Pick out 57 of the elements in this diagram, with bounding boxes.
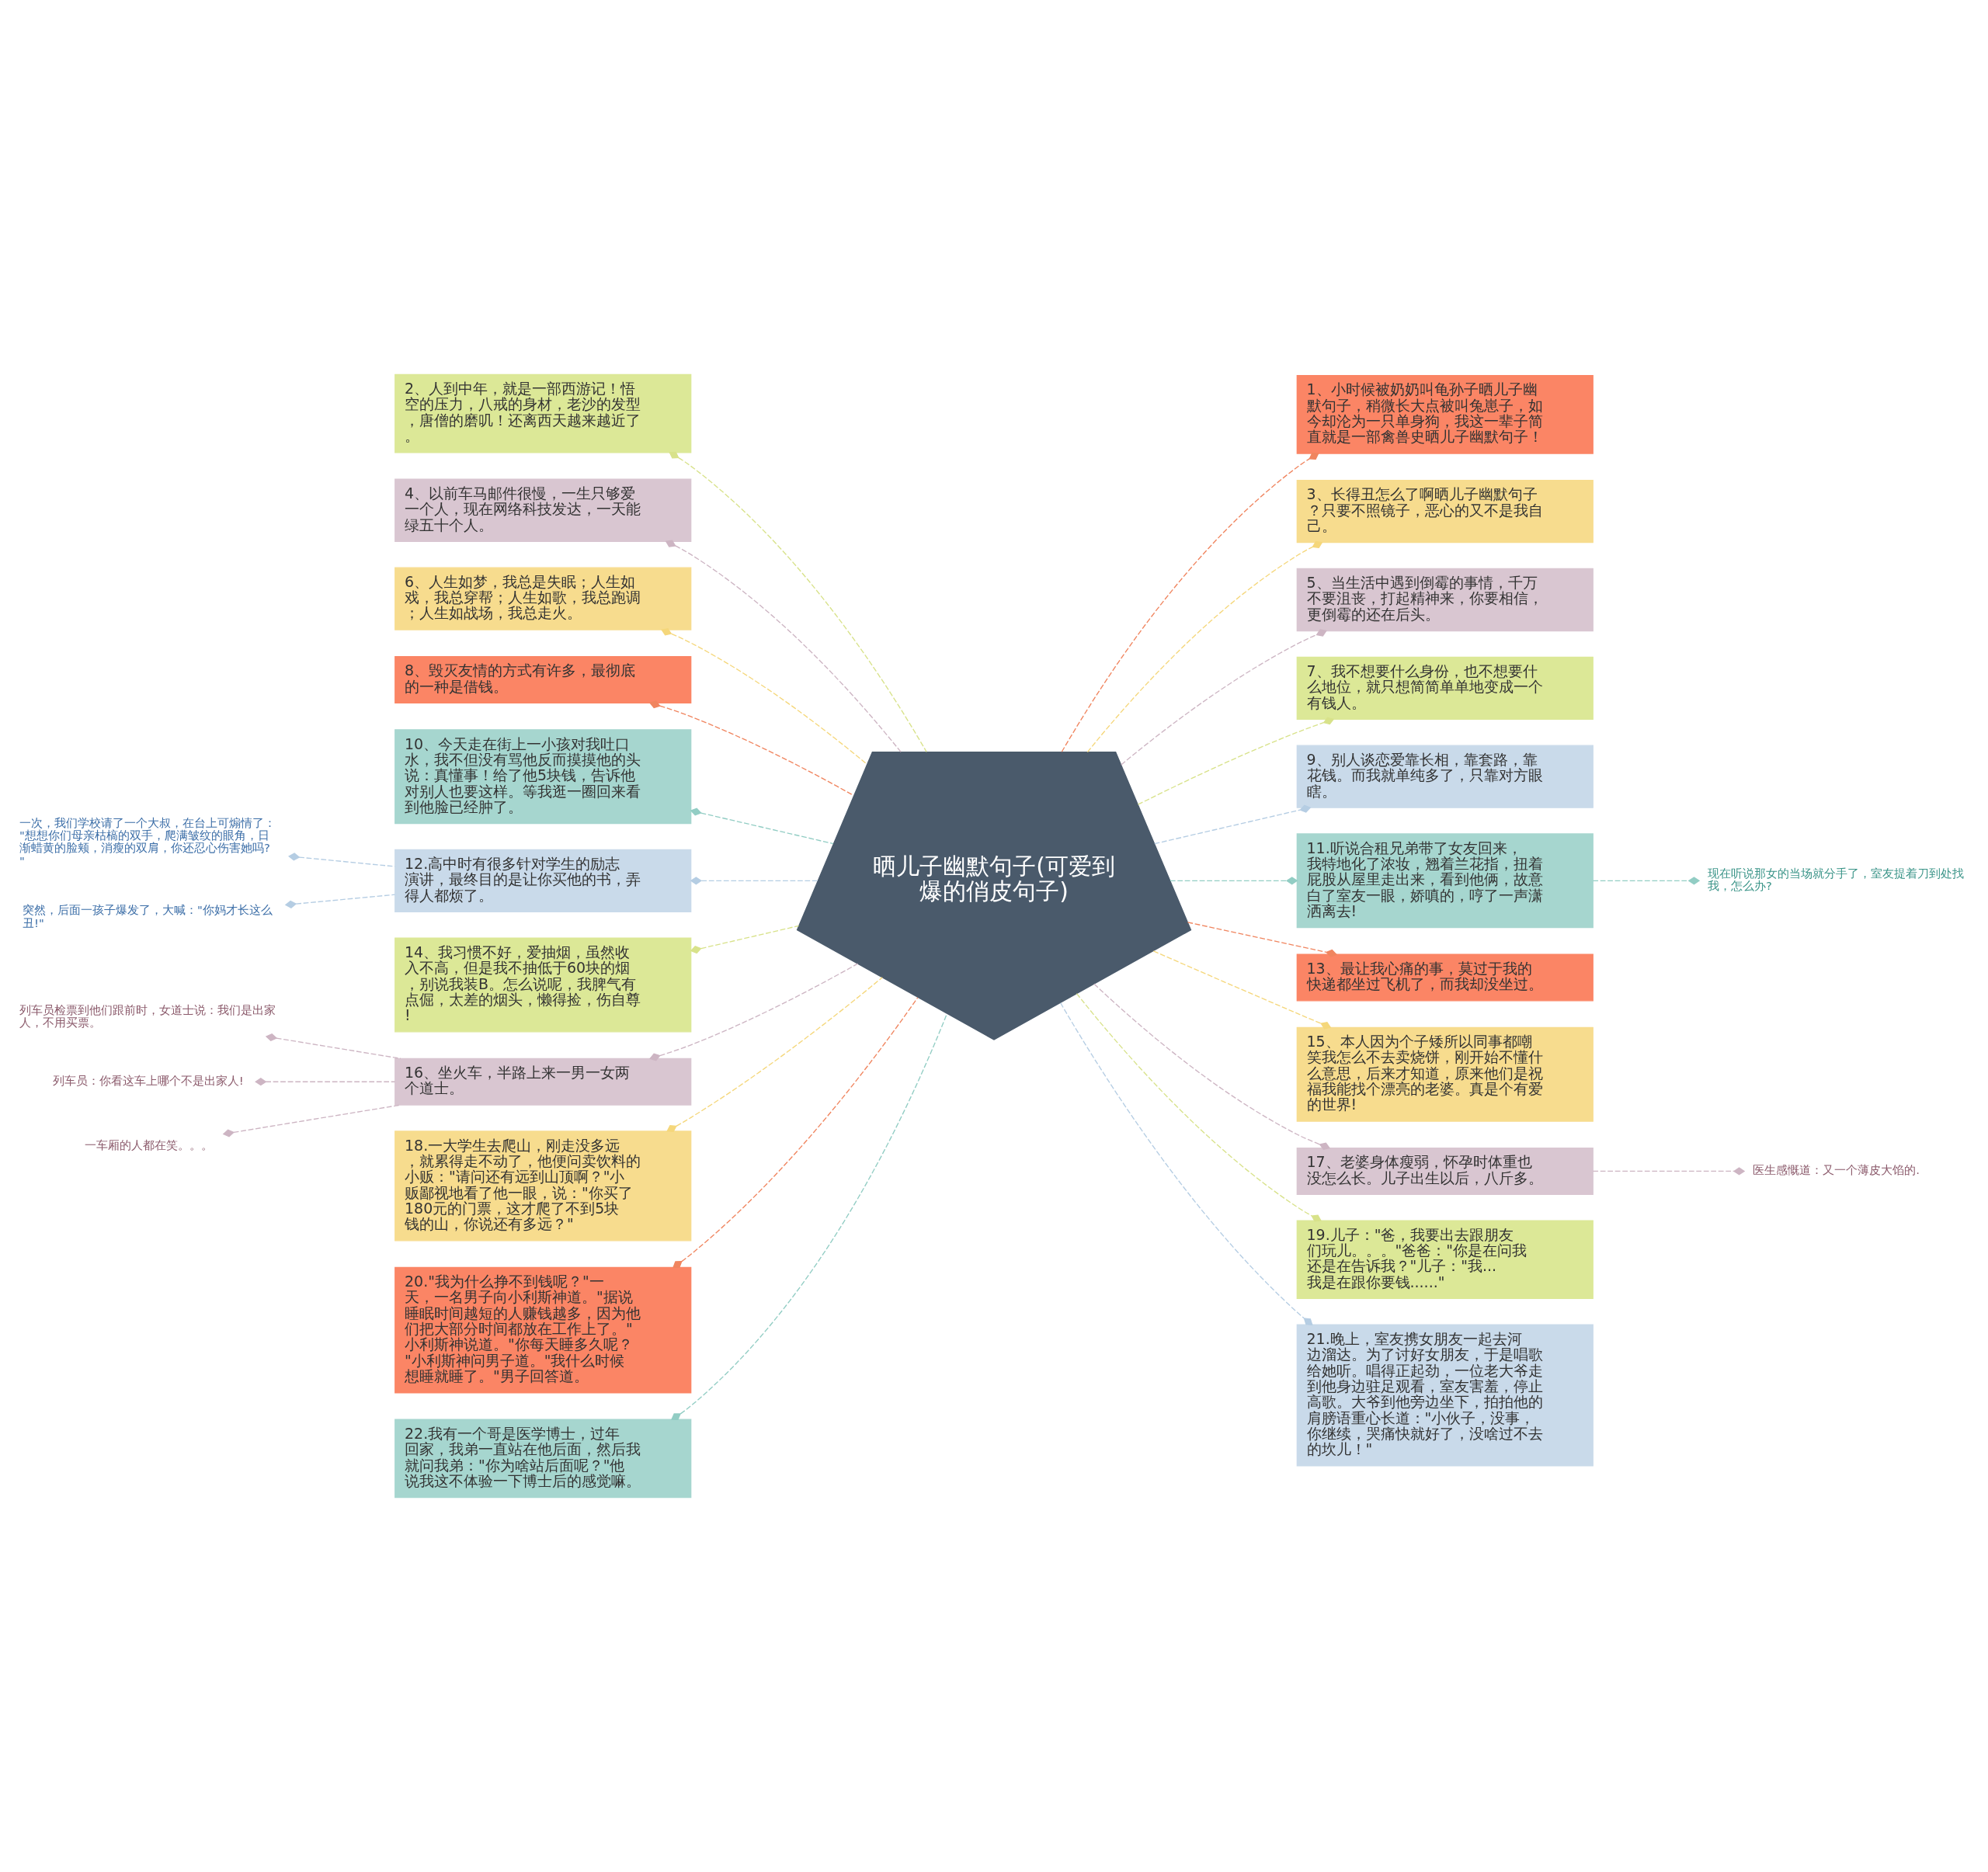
node-box: 21.晚上，室友携女朋友一起去河边溜达。为了讨好女朋友，于是唱歌给她听。唱得正起劲，一位老大爷走到他身边驻足观看，室友害羞，停止高歌。大爷到他旁边坐下，拍拍他的肩膀语重心长道："小伙子，没事，你继续，哭痛快就好了，没啥过不去的坎儿！" <box>1296 1324 1594 1467</box>
connector <box>1187 922 1337 957</box>
node-box: 19.儿子："爸，我要出去跟朋友们玩儿。。。"爸爸："你是在问我还是在告诉我？"儿子："我...我是在跟你要钱......" <box>1296 1220 1594 1300</box>
connector <box>284 894 396 908</box>
connector <box>669 451 927 753</box>
node-text: 列车员：你看这车上哪个不是出家人! <box>52 1074 244 1089</box>
connector <box>1076 992 1322 1222</box>
connector <box>1592 877 1701 885</box>
node-box: 4、以前车马邮件很慢，一生只够爱一个人，现在网络科技发达，一天能绿五十个人。 <box>394 478 692 542</box>
node-text: 突然，后面一孩子爆发了，大喊："你妈才长这么丑!" <box>23 903 273 930</box>
connector <box>1060 1002 1313 1326</box>
connector <box>661 627 867 765</box>
connector <box>288 853 396 867</box>
connector <box>1154 804 1312 845</box>
node-box: 2、人到中年，就是一部西游记！悟空的压力，八戒的身材，老沙的发型，唐僧的磨叽！还离西天越来越近了。 <box>394 373 692 453</box>
node-box: 20."我为什么挣不到钱呢？"一天，一名男子向小利斯神道。"据说睡眠时间越短的人赚钱越多，因为他们把大部分时间都放在工作上了。"小利斯神说道。"你每天睡多久呢？"小利斯神问男子道。"我什么时候想睡就睡了。"男子回答道。 <box>394 1266 692 1394</box>
node-box: 15、本人因为个子矮所以同事都嘲笑我怎么不去卖烧饼，刚开始不懂什么意思，后来才知道，原来他们是祝福我能找个漂亮的老婆。真是个有爱的世界! <box>1296 1026 1594 1122</box>
connector <box>265 1033 401 1060</box>
node-box: 22.我有一个哥是医学博士，过年回家，我弟一直站在他后面，然后我就问我弟："你为啥站后面呢？"他说我这不体验一下博士后的感觉嘛。 <box>394 1419 692 1499</box>
node-box: 13、最让我心痛的事，莫过于我的快递都坐过飞机了，而我却没坐过。 <box>1296 953 1594 1002</box>
connector <box>666 977 883 1133</box>
connector <box>690 925 800 954</box>
node-box: 8、毁灭友情的方式有许多，最彻底的一种是借钱。 <box>394 655 692 703</box>
node-box: 11.听说合租兄弟带了女友回来，我特地化了浓妆，翘着兰花指，扭着屁股从屋里走出来，看到他俩，故意白了室友一眼，娇嗔的，哼了一声潇洒离去! <box>1296 833 1594 929</box>
node-box: 12.高中时有很多针对学生的励志演讲，最终目的是让你买他的书，弄得人都烦了。 <box>394 849 692 912</box>
node-box: 6、人生如梦，我总是失眠；人生如戏，我总穿帮；人生如歌，我总跑调；人生如战场，我总走火。 <box>394 567 692 630</box>
node-box: 1、小时候被奶奶叫龟孙子晒儿子幽默句子，稍微长大点被叫兔崽子，如今却沦为一只单身狗，我这一辈子简直就是一部禽兽史晒儿子幽默句子！ <box>1296 375 1594 454</box>
node-box: 10、今天走在街上一小孩对我吐口水，我不但没有骂他反而摸摸他的头说：真懂事！给了他5块钱，告诉他对别人也要这样。等我逛一圈回来看到他脸已经肿了。 <box>394 729 692 825</box>
node-box: 3、长得丑怎么了啊晒儿子幽默句子？只要不照镜子，恶心的又不是我自己。 <box>1296 479 1594 544</box>
connector <box>1170 877 1298 885</box>
connector <box>690 807 834 845</box>
connector <box>1137 717 1335 805</box>
node-box: 14、我习惯不好，爱抽烟，虽然收入不高，但是我不抽低于60块的烟，别说我装B。怎么说呢，我脾气有点倔，太差的烟头，懒得捡，伤自尊! <box>394 937 692 1033</box>
node-box: 5、当生活中遇到倒霉的事情，千万不要沮丧，打起精神来，你要相信，更倒霉的还在后头。 <box>1296 568 1594 632</box>
connector <box>649 963 859 1061</box>
connector <box>222 1104 401 1137</box>
node-text: 一次，我们学校请了一个大叔，在台上可煽情了："想想你们母亲枯槁的双手，爬满皱纹的眼角，日渐蜡黄的脸颊，消瘦的双肩，你还忍心伤害她吗?" <box>19 815 276 868</box>
node-box: 18.一大学生去爬山，刚走没多远，就累得走不动了，他便问卖饮料的小贩："请问还有远到山顶啊？"小贩鄙视地看了他一眼，说："你买了180元的门票，这才爬了不到5块钱的山，你说还有多远？" <box>394 1130 692 1242</box>
connector <box>1121 629 1327 766</box>
node-text: 医生感慨道：又一个薄皮大馅的. <box>1753 1163 1920 1178</box>
connector <box>673 997 919 1269</box>
connector <box>1152 950 1332 1030</box>
node-box: 9、别人谈恋爱靠长相，靠套路，靠花钱。而我就单纯多了，只靠对方眼瞎。 <box>1296 745 1594 808</box>
node-text: 列车员检票到他们跟前时，女道士说：我们是出家人，不用买票。 <box>19 1003 276 1030</box>
connector <box>1086 540 1323 753</box>
connector <box>1592 1167 1746 1176</box>
connector <box>690 877 818 885</box>
node-text: 现在听说那女的当场就分手了，室友提着刀到处找我，怎么办? <box>1707 867 1964 894</box>
node-box: 17、老婆身体瘦弱，怀孕时体重也没怎么长。儿子出生以后，八斤多。 <box>1296 1147 1594 1195</box>
node-box: 16、坐火车，半路上来一男一女两个道士。 <box>394 1058 692 1106</box>
connector <box>255 1078 396 1086</box>
connector <box>665 540 902 753</box>
connector <box>1093 983 1331 1151</box>
node-text: 一车厢的人都在笑。。。 <box>84 1137 213 1152</box>
node-box: 7、我不想要什么身份，也不想要什么地位，就只想简简单单地变成一个有钱人。 <box>1296 656 1594 720</box>
connector <box>649 700 854 797</box>
connector <box>1061 453 1319 752</box>
